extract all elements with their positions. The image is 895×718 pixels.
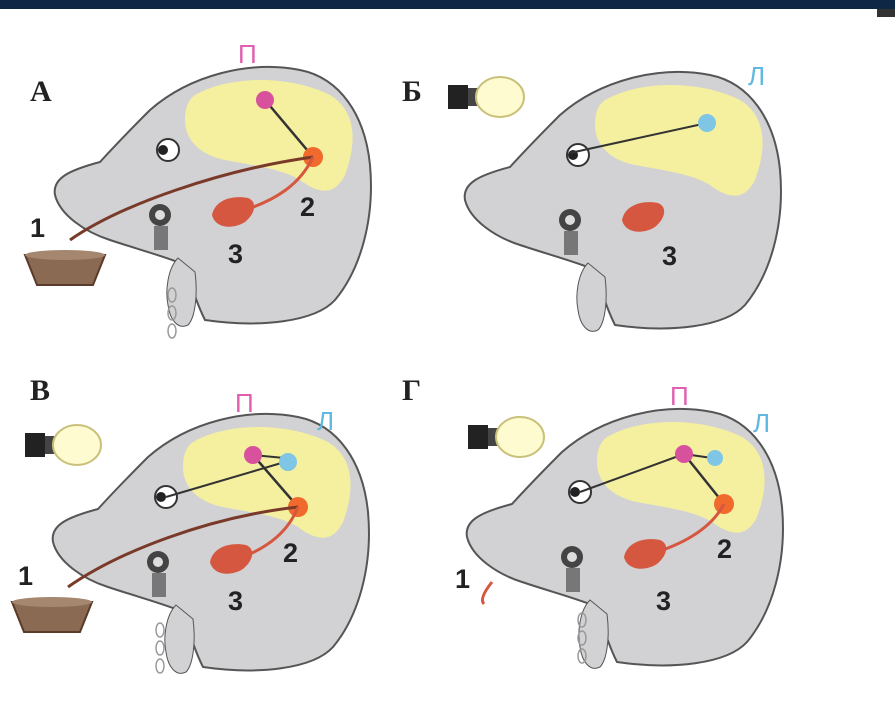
label-mouth: 1 bbox=[30, 213, 45, 243]
light-center-dot bbox=[698, 114, 716, 132]
panel-letter: А bbox=[30, 75, 52, 108]
food-center-dot bbox=[675, 445, 693, 463]
light-center-label: Л bbox=[317, 406, 334, 436]
panel-a: А П 1 2 3 bbox=[25, 39, 371, 338]
light-center-dot bbox=[279, 453, 297, 471]
label-gland: 3 bbox=[228, 239, 243, 269]
panel-v: В П Л 1 2 3 bbox=[12, 374, 369, 673]
panel-letter: Б bbox=[402, 75, 422, 108]
panel-letter: В bbox=[30, 374, 50, 407]
label-mouth: 1 bbox=[455, 564, 470, 594]
label-center: 2 bbox=[717, 534, 732, 564]
panel-g: Г П Л 1 2 3 bbox=[402, 374, 783, 668]
label-gland: 3 bbox=[656, 586, 671, 616]
label-center: 2 bbox=[283, 538, 298, 568]
food-center-dot bbox=[256, 91, 274, 109]
label-gland: 3 bbox=[662, 241, 677, 271]
label-gland: 3 bbox=[228, 586, 243, 616]
food-center-label: П bbox=[670, 381, 689, 411]
light-center-dot bbox=[707, 450, 723, 466]
light-center-label: Л bbox=[748, 61, 765, 91]
food-center-label: П bbox=[238, 39, 257, 69]
panel-b: Б Л 3 bbox=[402, 61, 781, 331]
panel-letter: Г bbox=[402, 374, 421, 407]
food-center-dot bbox=[244, 446, 262, 464]
label-center: 2 bbox=[300, 192, 315, 222]
label-mouth: 1 bbox=[18, 561, 33, 591]
light-center-label: Л bbox=[753, 408, 770, 438]
food-center-label: П bbox=[235, 388, 254, 418]
